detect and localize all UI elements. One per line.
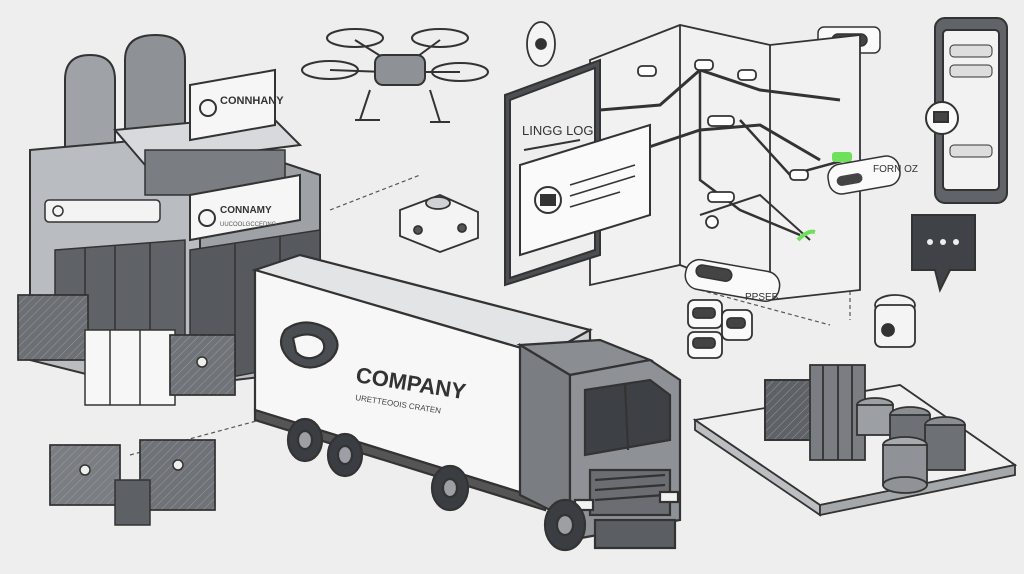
chat-bubble-icon — [911, 214, 976, 293]
building-sign-top: CONNHANY — [189, 68, 284, 142]
building-sign-mid-sub: UUCOOLGCCEDNG — [220, 222, 277, 228]
delivery-truck: COMPANY URETTEOOIS CRATEN — [251, 253, 682, 552]
location-chip-label: PPSEB — [745, 292, 779, 303]
map-tag-right-label: FORN OZ — [873, 164, 918, 175]
smartphone-icon — [925, 17, 1008, 204]
tablet-title: LINGG LOG — [522, 123, 594, 138]
map-pin-icon — [526, 21, 556, 67]
company-logo — [279, 321, 339, 369]
map-tag-right: FORN OZ — [827, 155, 918, 195]
search-icon — [52, 205, 64, 217]
location-chip: PPSEB — [684, 258, 781, 303]
drone-icon — [301, 28, 489, 123]
inventory-platform — [692, 364, 1018, 517]
cargo-boxes-bottom — [49, 439, 216, 526]
cargo-boxes-left — [17, 294, 236, 406]
facade-search-bar — [44, 199, 161, 223]
truck-wheels — [286, 417, 587, 552]
route-map — [589, 24, 861, 301]
sensor-node-right — [874, 294, 916, 348]
tablet-device: LINGG LOG — [504, 58, 651, 287]
building-sign-mid: CONNAMY UUCOOLGCCEDNG — [189, 173, 301, 242]
building-sign-top-label: CONNHANY — [220, 95, 284, 107]
tracking-sensor-icon — [399, 194, 479, 253]
tracking-tags — [687, 299, 753, 359]
building-sign-mid-label: CONNAMY — [220, 205, 272, 216]
